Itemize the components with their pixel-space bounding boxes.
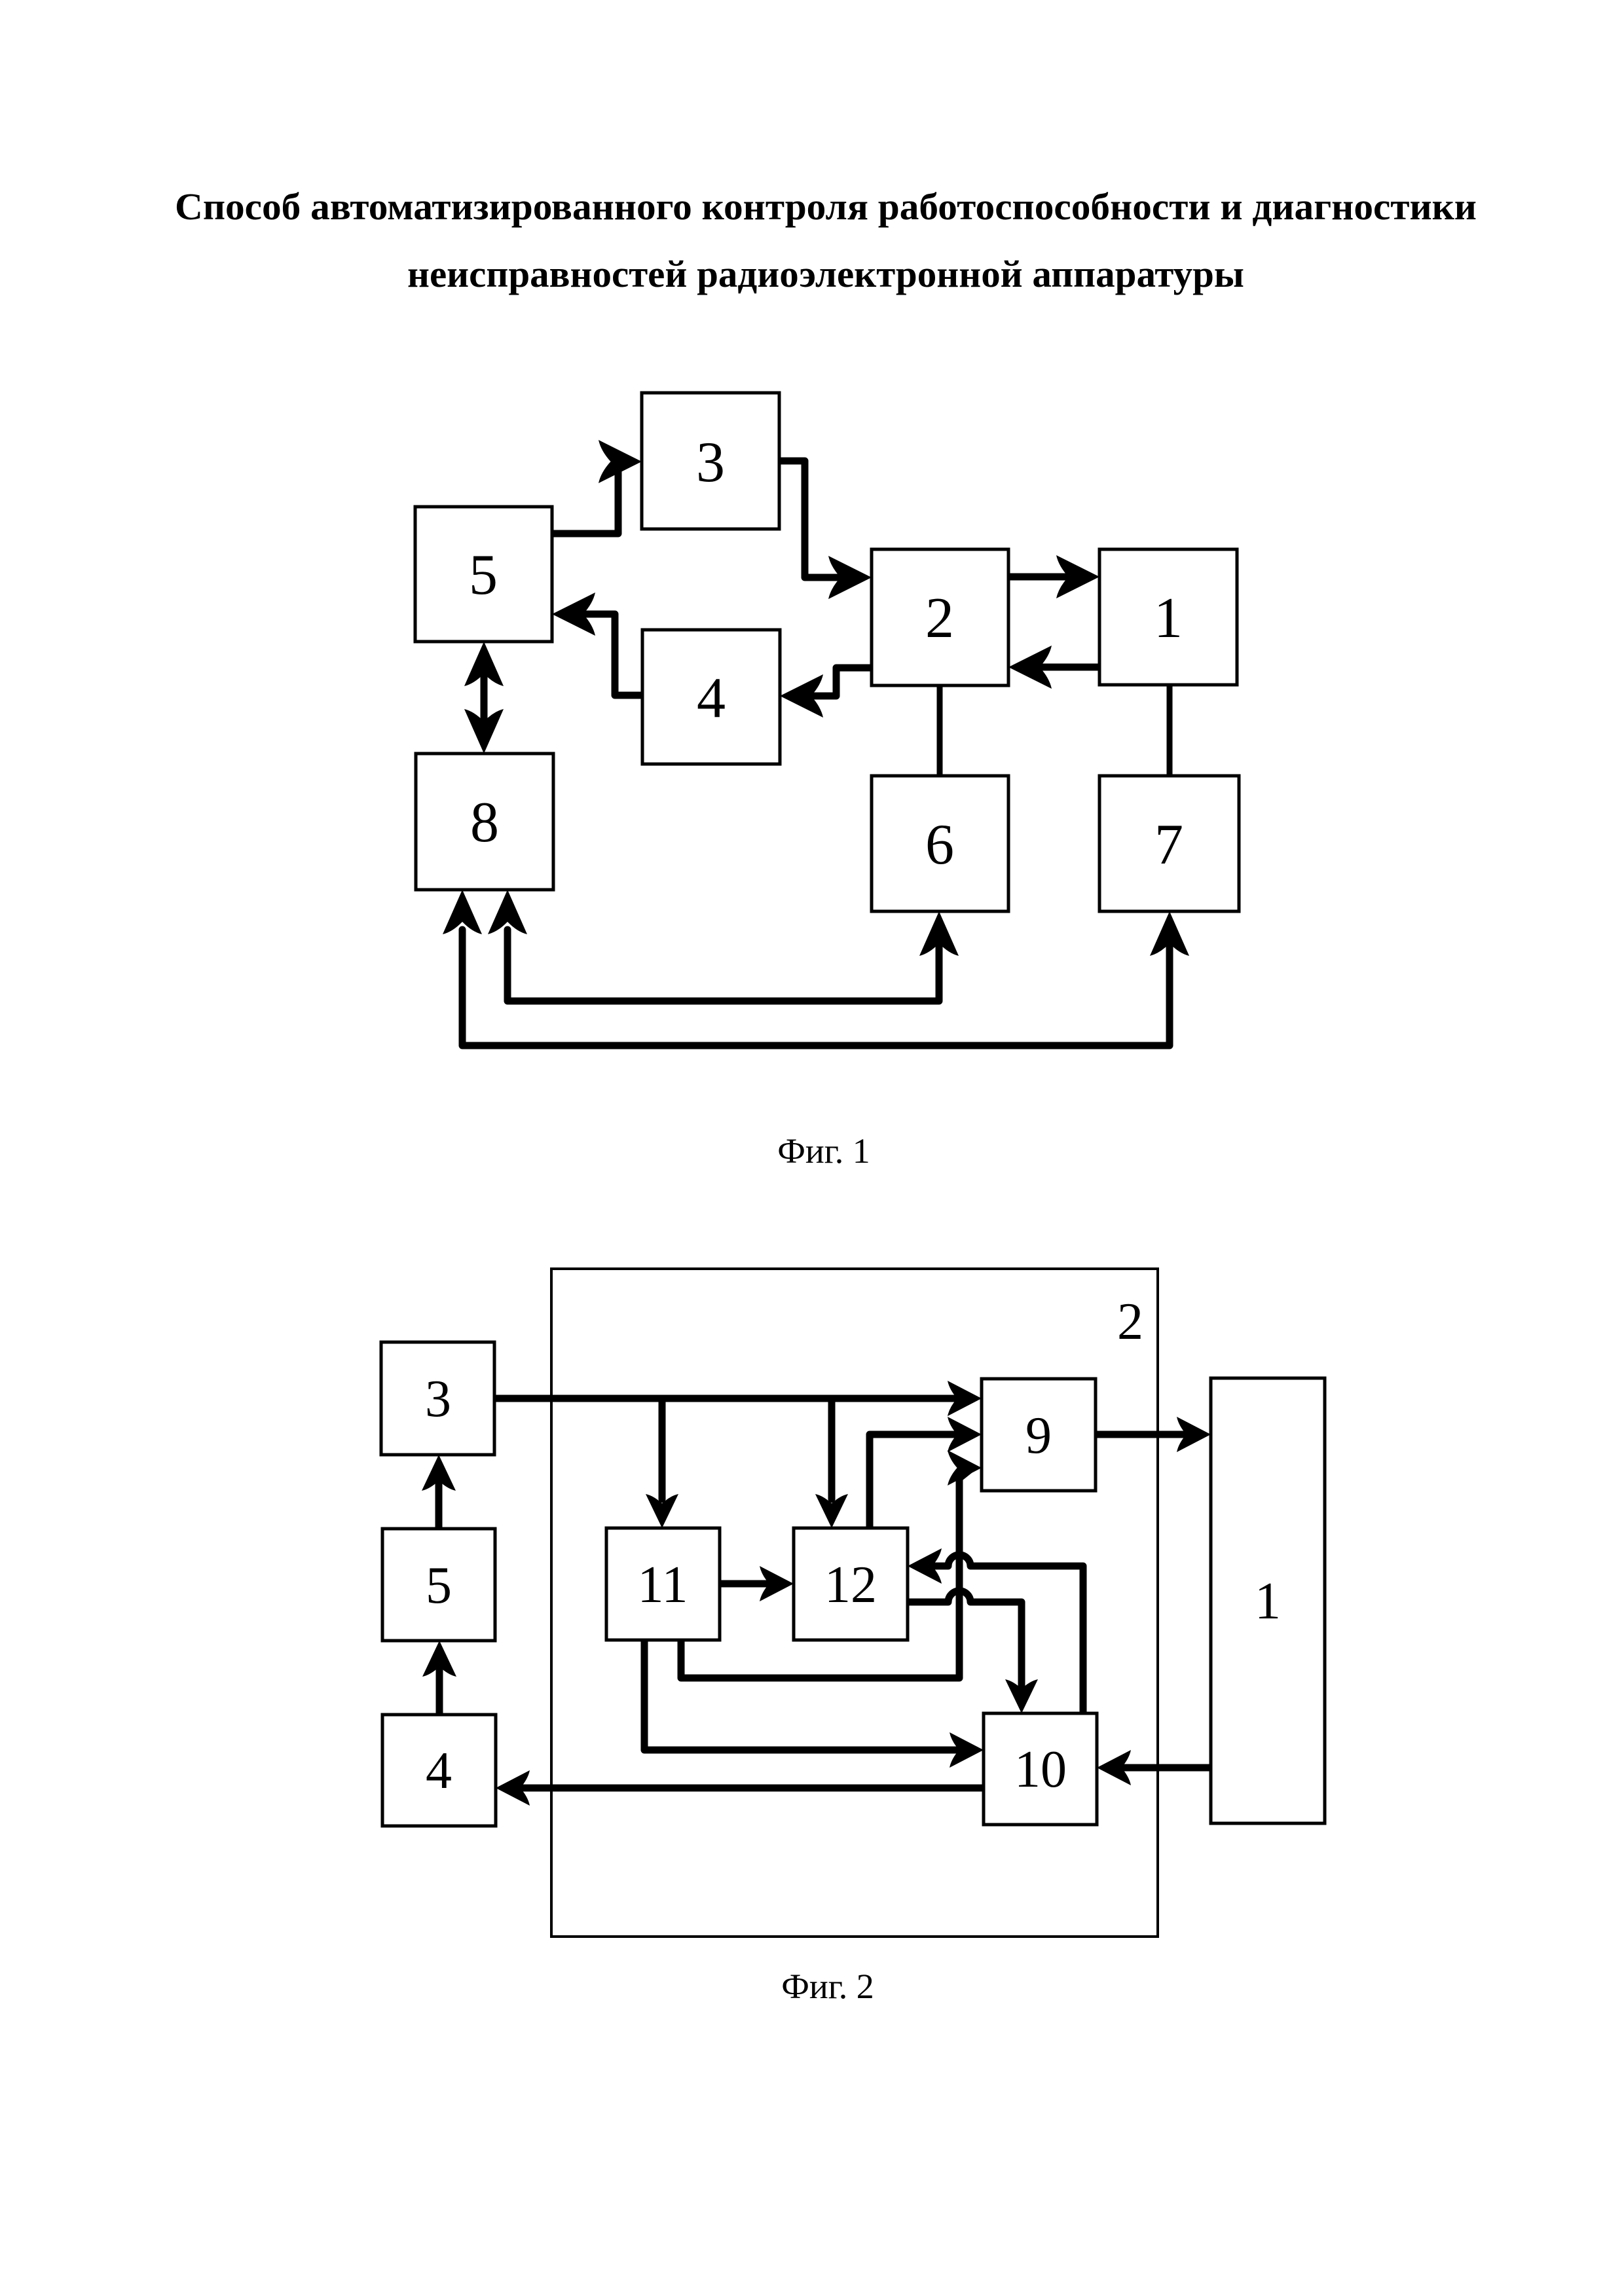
fig1-block-4: 4 [640, 628, 782, 766]
fig1-block-4-label: 4 [697, 666, 726, 730]
arrowhead-into-block-5-from-8 [464, 642, 504, 686]
fig2-block-9-label: 9 [1025, 1407, 1052, 1465]
arrowhead-into-block-11 [646, 1494, 678, 1528]
arrowhead-into-block-4 [780, 674, 823, 718]
wire-12-to-10 [904, 1587, 1025, 1690]
arrowhead-into-block-12-top [815, 1494, 848, 1528]
fig1-block-6-label: 6 [925, 813, 954, 877]
fig2-container-label: 2 [1117, 1293, 1143, 1351]
fig1-block-6: 6 [870, 774, 1010, 913]
fig1-block-3: 3 [640, 391, 781, 531]
fig1-block-3-label: 3 [696, 431, 725, 494]
arrowhead-into-block-10-right [1097, 1750, 1131, 1785]
document-title: Способ автоматизированного контроля рабо… [175, 185, 1477, 295]
figure-1: 3 5 2 1 4 8 6 7 Фиг. 1 [413, 391, 1241, 1171]
fig2-block-4: 4 [380, 1713, 498, 1828]
arrowhead-into-block-8-inner [488, 890, 527, 934]
wire-8-7 [458, 926, 1173, 1049]
fig1-block-1-label: 1 [1154, 587, 1183, 650]
arrowhead-into-block-8-outer [443, 890, 482, 934]
arrowhead-into-block-12-right [908, 1548, 942, 1584]
arrowhead-into-block-9-middle [948, 1417, 982, 1452]
arrowhead-into-block-2-from-1 [1008, 646, 1052, 689]
arrowhead-into-block-10-top [1005, 1679, 1038, 1713]
figure-2-arrowheads [422, 1381, 1211, 1806]
arrowhead-into-block-9-top [948, 1381, 982, 1416]
figure-2: 2 3 5 4 9 11 12 10 [379, 1267, 1327, 2006]
fig1-block-8: 8 [414, 752, 555, 892]
fig2-block-5: 5 [380, 1527, 497, 1643]
figure-1-caption: Фиг. 1 [777, 1131, 870, 1171]
wire-11-to-10 [640, 1636, 961, 1754]
fig1-block-5-label: 5 [469, 543, 498, 607]
fig1-block-1: 1 [1098, 547, 1239, 687]
figure-1-arrowheads [443, 440, 1189, 956]
fig2-block-11-label: 11 [637, 1556, 688, 1614]
wire-12-to-9 [866, 1430, 960, 1532]
fig2-block-1-label: 1 [1255, 1573, 1281, 1630]
fig2-block-11: 11 [604, 1526, 722, 1642]
arrowhead-into-block-5 [422, 1641, 456, 1677]
wire-10-to-12 [929, 1551, 1087, 1717]
fig2-container-block-2: 2 [550, 1267, 1159, 1938]
fig2-block-12: 12 [792, 1526, 910, 1642]
arrowhead-into-block-5 [552, 592, 595, 636]
fig2-block-4-label: 4 [426, 1742, 452, 1800]
fig2-block-10-label: 10 [1014, 1741, 1067, 1798]
fig2-block-3: 3 [379, 1340, 496, 1457]
arrowhead-into-block-3 [422, 1455, 456, 1491]
figure-1-connections [458, 457, 1173, 1049]
arrowhead-into-block-8-from-5 [464, 709, 504, 754]
fig1-block-2: 2 [870, 547, 1010, 687]
arrowhead-into-block-6 [919, 911, 959, 956]
wire-2-to-4 [802, 664, 876, 700]
arrowhead-into-block-1 [1177, 1417, 1211, 1452]
fig2-block-9: 9 [980, 1377, 1098, 1493]
fig1-block-7-label: 7 [1154, 813, 1183, 877]
fig1-block-5: 5 [413, 505, 554, 644]
arrowhead-into-block-4 [496, 1770, 530, 1806]
figure-2-connections [435, 1394, 1215, 1792]
arrowhead-into-block-7 [1150, 911, 1189, 956]
fig2-block-10: 10 [982, 1711, 1099, 1827]
arrowhead-into-block-12-left [760, 1566, 794, 1601]
wire-3-to-2 [775, 457, 849, 581]
fig1-block-8-label: 8 [470, 791, 499, 854]
title-line-1: Способ автоматизированного контроля рабо… [175, 185, 1477, 228]
fig1-block-2-label: 2 [925, 587, 954, 650]
arrowhead-into-block-1 [1056, 555, 1099, 598]
fig2-block-3-label: 3 [425, 1370, 451, 1428]
fig2-block-1: 1 [1209, 1376, 1327, 1825]
arrowhead-into-block-9-bottom [948, 1450, 982, 1485]
wire-4-to-5 [572, 610, 646, 699]
wire-11-to-9 [677, 1489, 963, 1682]
arrowhead-into-block-10-left [950, 1732, 984, 1768]
fig1-block-7: 7 [1098, 774, 1241, 913]
arrowhead-into-block-2 [828, 556, 872, 599]
title-line-2: неисправностей радиоэлектронной аппарату… [407, 253, 1244, 295]
fig2-block-12-label: 12 [824, 1556, 877, 1614]
figure-2-caption: Фиг. 2 [781, 1967, 874, 2006]
fig2-block-5-label: 5 [426, 1557, 452, 1614]
wire-8-6 [504, 926, 943, 1005]
arrowhead-into-block-3 [599, 440, 642, 483]
